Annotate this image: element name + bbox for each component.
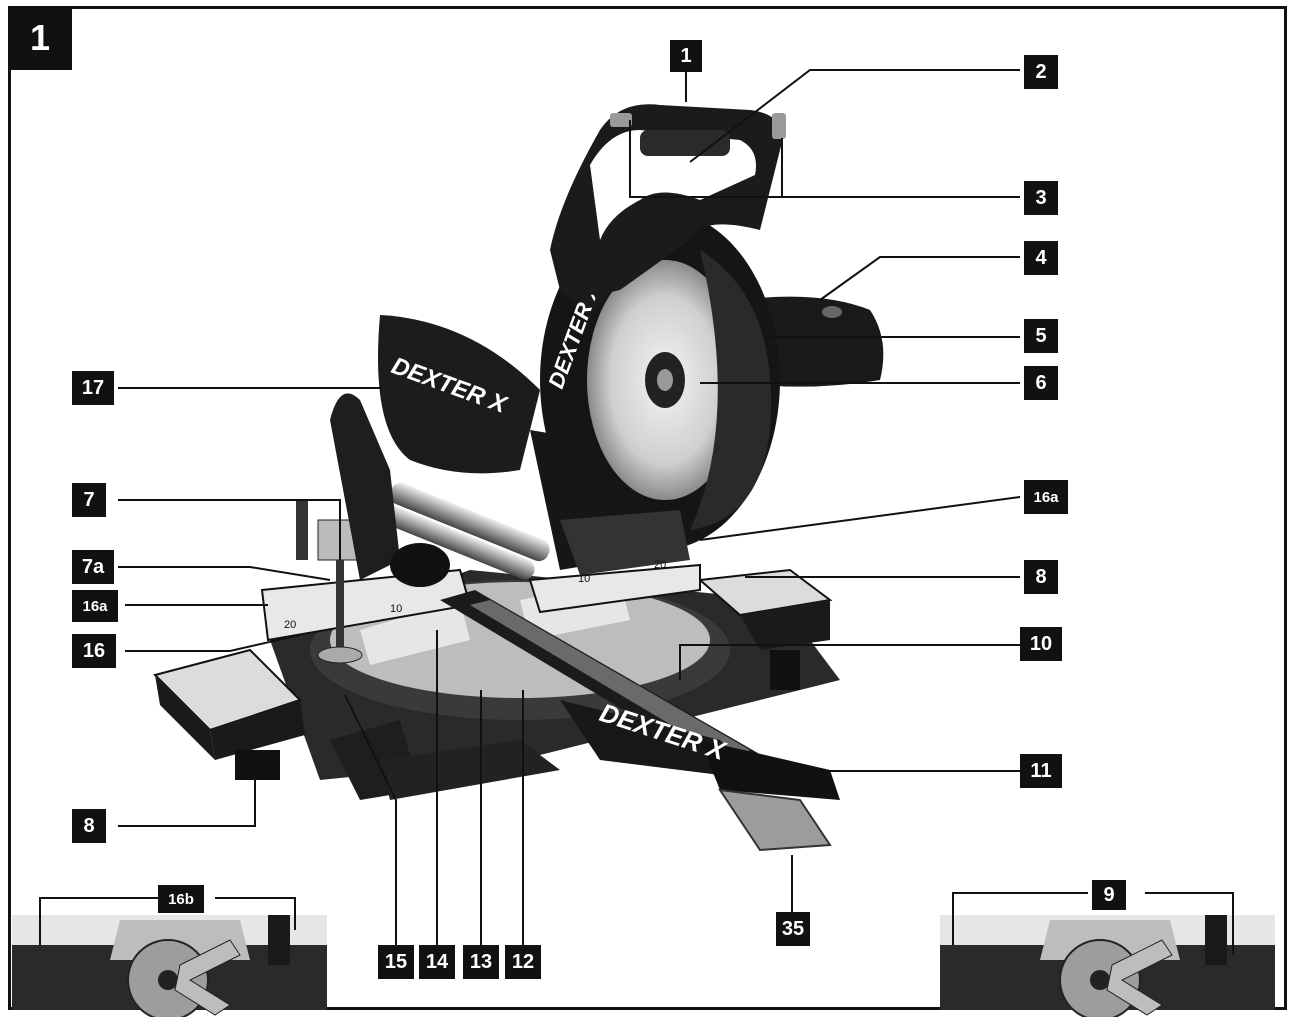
callout-16a-left: 16a xyxy=(72,590,118,622)
callout-3: 3 xyxy=(1024,181,1058,215)
callout-11: 11 xyxy=(1020,754,1062,788)
callout-10: 10 xyxy=(1020,627,1062,661)
callout-15: 15 xyxy=(378,945,414,979)
scale-mark-right-b: 20 xyxy=(654,559,666,571)
slide-rail xyxy=(440,590,840,852)
handle-lever xyxy=(717,788,832,852)
saw-head: DEXTER X xyxy=(530,210,780,575)
callout-16a-right: 16a xyxy=(1024,480,1068,514)
inset-16b xyxy=(12,915,327,1017)
callout-12: 12 xyxy=(505,945,541,979)
callout-16: 16 xyxy=(72,634,116,668)
callout-17: 17 xyxy=(72,371,114,405)
scale-mark-right-a: 10 xyxy=(578,573,590,585)
slide-rods xyxy=(330,393,550,587)
callout-4: 4 xyxy=(1024,241,1058,275)
figure-number: 1 xyxy=(8,6,72,70)
callout-13: 13 xyxy=(463,945,499,979)
callout-2: 2 xyxy=(1024,55,1058,89)
inset-9 xyxy=(940,915,1275,1017)
callout-9: 9 xyxy=(1092,880,1126,910)
right-extension-table xyxy=(697,568,833,690)
dust-bag: DEXTER X xyxy=(378,315,540,474)
callout-1: 1 xyxy=(670,40,702,72)
leader-lines xyxy=(39,69,1234,955)
left-extension-table xyxy=(153,648,305,780)
callout-8-left: 8 xyxy=(72,809,106,843)
callout-7a: 7a xyxy=(72,550,114,584)
callout-7: 7 xyxy=(72,483,106,517)
figure-frame xyxy=(8,6,1287,1010)
callout-35: 35 xyxy=(776,912,810,946)
callout-8-right: 8 xyxy=(1024,560,1058,594)
callout-14: 14 xyxy=(419,945,455,979)
callout-5: 5 xyxy=(1024,319,1058,353)
callout-16b: 16b xyxy=(158,885,204,913)
scale-mark-left-a: 20 xyxy=(284,619,296,631)
scale-mark-left-b: 10 xyxy=(390,603,402,615)
callout-6: 6 xyxy=(1024,366,1058,400)
